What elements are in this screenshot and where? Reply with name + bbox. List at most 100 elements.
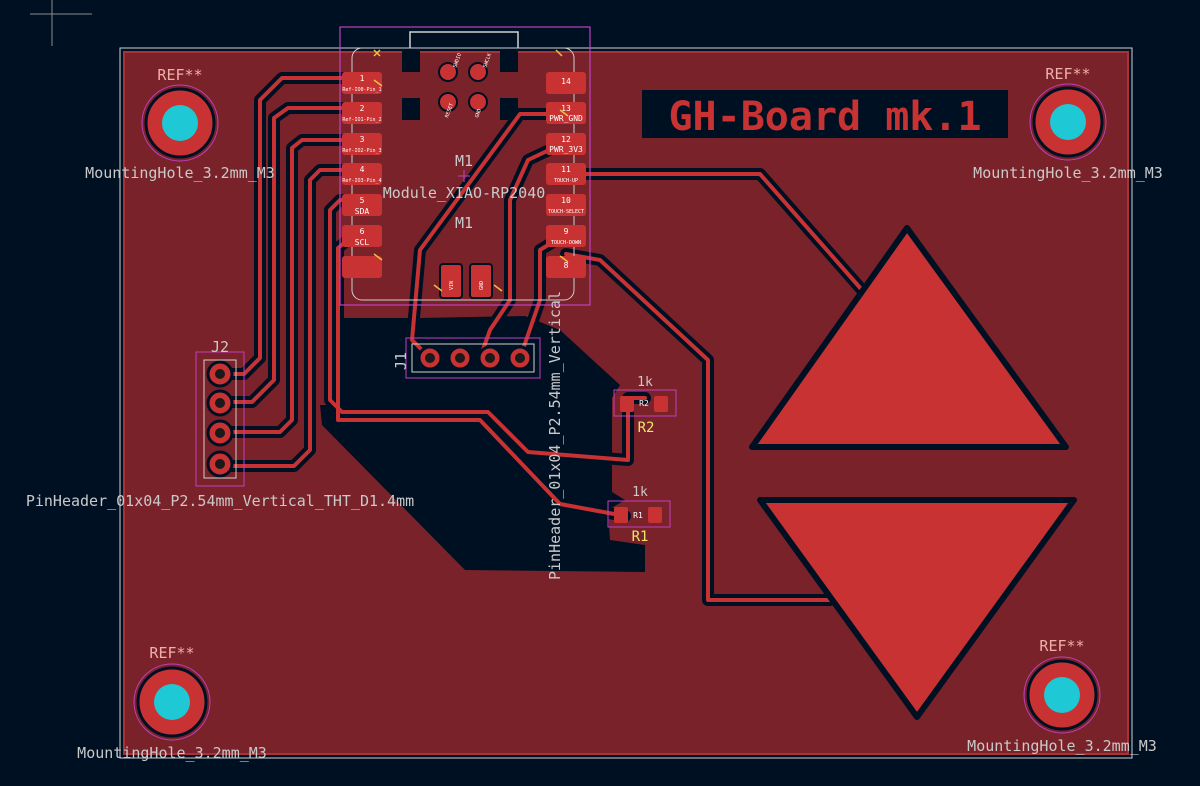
pad-net: RESET: [444, 102, 455, 118]
j1-pin-3[interactable]: [477, 345, 503, 371]
pad-number: 3: [360, 135, 365, 144]
hole-ref: REF**: [149, 644, 194, 662]
anchor-crosshair-icon: [458, 170, 470, 182]
hole-ref: REF**: [1045, 65, 1090, 83]
pad-net: TOUCH-DOWN: [551, 240, 581, 246]
pad-net: GND: [479, 281, 485, 290]
drill-hole-icon: [1050, 104, 1086, 140]
pad-swdio[interactable]: SWDIO: [438, 52, 463, 82]
pad-number: 1: [360, 74, 365, 83]
header-j2[interactable]: J2 PinHeader_01x04_P2.54mm_Vertical_THT_…: [26, 338, 414, 510]
header-j1[interactable]: J1 PinHeader_01x04_P2.54mm_Vertical: [392, 291, 564, 580]
pad-number: 13: [561, 104, 571, 113]
pad-vin[interactable]: VIN: [439, 263, 463, 299]
j2-pin-2[interactable]: [206, 389, 234, 417]
j2-ref: J2: [211, 338, 229, 356]
j2-pin-3[interactable]: [206, 419, 234, 447]
board-edge: [119, 47, 1133, 759]
j1-outline: [411, 343, 535, 373]
hole-value: MountingHole_3.2mm_M3: [77, 744, 267, 762]
r1-value: 1k: [632, 485, 648, 500]
j1-pin-4[interactable]: [507, 345, 533, 371]
pad-net: SWCLK: [482, 52, 493, 68]
hole-value: MountingHole_3.2mm_M3: [973, 164, 1163, 182]
touch-pad-up[interactable]: [749, 225, 1069, 450]
r2-value: 1k: [637, 375, 653, 390]
hole-value: MountingHole_3.2mm_M3: [85, 164, 275, 182]
drill-hole-icon: [154, 684, 190, 720]
pad-net: VIN: [449, 281, 455, 290]
hole-ref: REF**: [157, 66, 202, 84]
j2-pin-1[interactable]: [206, 360, 234, 388]
touch-pads: [749, 225, 1077, 720]
drill-hole-icon: [162, 105, 198, 141]
pad-l7[interactable]: [342, 256, 382, 278]
pad-net: SDA: [355, 207, 370, 216]
module-ref-fab: M1: [455, 214, 473, 232]
r2-courtyard: [613, 389, 677, 417]
pad-number: 8: [564, 261, 569, 270]
pad-number: 14: [561, 77, 571, 86]
hole-ref: REF**: [1039, 637, 1084, 655]
mounting-hole-bl[interactable]: REF** MountingHole_3.2mm_M3: [77, 644, 267, 762]
module-ref: M1: [455, 152, 473, 170]
pad-net: Ref-IO3-Pin_4: [342, 178, 381, 184]
resistor-r2[interactable]: R2 1k R2: [613, 375, 677, 436]
pad-number: 6: [360, 227, 365, 236]
mounting-hole-tl[interactable]: REF** MountingHole_3.2mm_M3: [85, 66, 275, 182]
pad-r8[interactable]: 8: [546, 256, 586, 278]
j1-pin-1[interactable]: [417, 345, 443, 371]
j1-ref: J1: [392, 352, 410, 370]
r1-courtyard: [607, 500, 671, 528]
j1-pin-2[interactable]: [447, 345, 473, 371]
j2-courtyard: [195, 351, 245, 487]
mounting-hole-br[interactable]: REF** MountingHole_3.2mm_M3: [967, 637, 1157, 755]
r1-ref: R1: [632, 529, 649, 545]
pad-net: TOUCH-SELECT: [548, 209, 584, 215]
j1-courtyard: [405, 337, 541, 379]
board-title: GH-Board mk.1: [668, 94, 981, 140]
pad-net: Ref-IO2-Pin_3: [342, 148, 381, 154]
crosshair-cursor: [30, 0, 92, 46]
pad-reset[interactable]: RESET: [438, 92, 458, 119]
hole-value: MountingHole_3.2mm_M3: [967, 737, 1157, 755]
module-courtyard: [339, 26, 591, 306]
module-value: Module_XIAO-RP2040: [383, 184, 546, 202]
pad-number: 12: [561, 135, 571, 144]
pad-gnd-bottom[interactable]: GND: [469, 263, 493, 299]
touch-pad-down[interactable]: [757, 497, 1077, 720]
pad-net: Ref-IO0-Pin_1: [342, 87, 381, 93]
pad-net: SCL: [355, 238, 370, 247]
r2-fab: R2: [639, 399, 649, 408]
resistor-r1[interactable]: R1 1k R1: [607, 485, 671, 545]
pad-r14[interactable]: 14: [546, 72, 586, 94]
pad-net: SWDIO: [452, 52, 463, 68]
j2-outline: [203, 359, 237, 479]
ratsnest-markers: [373, 49, 569, 292]
pad-gnd-top[interactable]: GND: [468, 92, 488, 119]
pad-net: GND: [474, 108, 483, 119]
pad-swclk[interactable]: SWCLK: [468, 52, 493, 82]
mounting-hole-tr[interactable]: REF** MountingHole_3.2mm_M3: [973, 65, 1163, 182]
j2-pin-4[interactable]: [206, 450, 234, 478]
pad-number: 5: [360, 196, 365, 205]
pad-net: PWR_3V3: [549, 145, 583, 154]
r1-fab: R1: [633, 511, 643, 520]
j1-value: PinHeader_01x04_P2.54mm_Vertical: [546, 291, 564, 580]
pad-number: 4: [360, 165, 365, 174]
r2-ref: R2: [638, 420, 655, 436]
j2-value: PinHeader_01x04_P2.54mm_Vertical_THT_D1.…: [26, 492, 414, 510]
